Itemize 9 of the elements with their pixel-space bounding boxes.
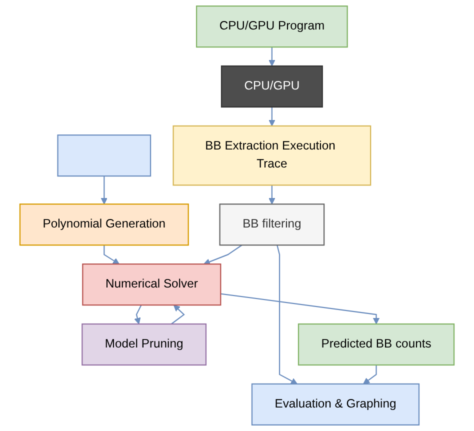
process-box: Predicted BB counts bbox=[298, 323, 455, 366]
process-box: CPU/GPU bbox=[220, 65, 323, 108]
process-box: Model Pruning bbox=[82, 323, 207, 366]
process-box: BB filtering bbox=[219, 204, 325, 246]
process-box: BB Extraction Execution Trace bbox=[172, 125, 372, 186]
process-box: Numerical Solver bbox=[82, 264, 222, 306]
process-box: Polynomial Generation bbox=[19, 204, 189, 246]
process-box: Evaluation & Graphing bbox=[251, 383, 420, 426]
process-box: CPU/GPU Program bbox=[196, 6, 348, 48]
